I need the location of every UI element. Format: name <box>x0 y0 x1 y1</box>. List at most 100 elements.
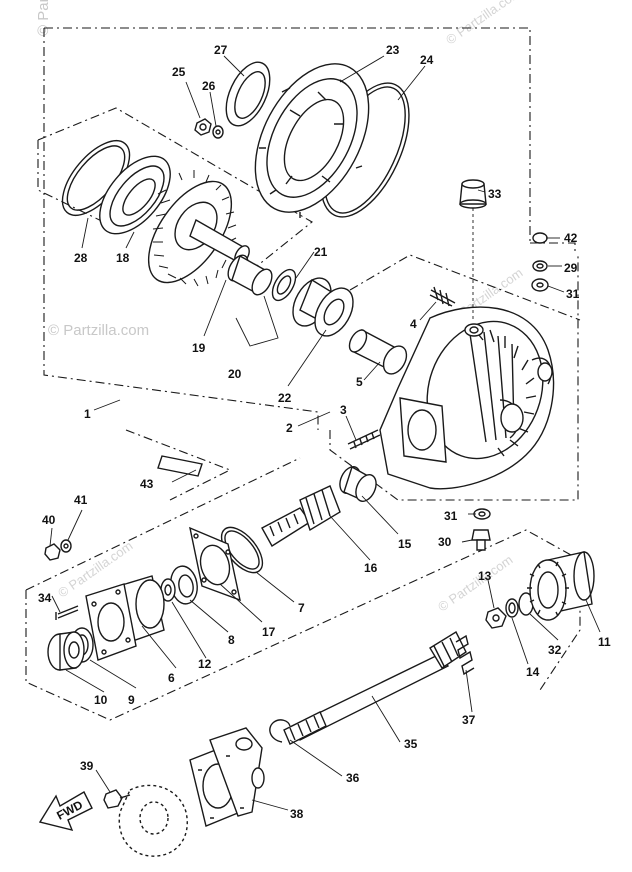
washer-31-lower <box>473 508 491 520</box>
bearing-22 <box>292 277 354 337</box>
group-frame-drive <box>25 457 581 721</box>
callout-19: 19 <box>192 341 206 355</box>
bolt-39 <box>103 789 123 809</box>
watermark: © Partzilla.com <box>35 0 52 36</box>
washer-21-hole <box>276 275 292 295</box>
callout-13: 13 <box>478 569 492 583</box>
front-direction-arrow: FWD <box>38 791 93 832</box>
callout-20: 20 <box>228 367 242 381</box>
callout-31-upper: 31 <box>566 287 580 301</box>
cap-33 <box>459 179 487 209</box>
callout-9: 9 <box>128 693 135 707</box>
callout-25: 25 <box>172 65 186 79</box>
drive-shaft-35 <box>283 631 467 745</box>
pinion-gear-16 <box>261 485 341 547</box>
coupling-gear-11 <box>527 551 595 621</box>
watermark: © Partzilla.com <box>443 0 523 47</box>
callout-16: 16 <box>364 561 378 575</box>
washer-31-upper-hole <box>536 282 544 288</box>
final-gear-case <box>379 306 555 490</box>
collar-19 <box>227 254 273 296</box>
callout-10: 10 <box>94 693 108 707</box>
callout-34: 34 <box>38 591 52 605</box>
callout-1: 1 <box>84 407 91 421</box>
washer-29-hole <box>536 263 544 269</box>
callout-3: 3 <box>340 403 347 417</box>
group-frame-pinion-inner <box>37 107 313 271</box>
callout-39: 39 <box>80 759 94 773</box>
washer-26 <box>212 125 224 139</box>
callout-4: 4 <box>410 317 417 331</box>
washer-41-hole <box>63 543 69 549</box>
watermark: © Partzilla.com <box>48 322 149 339</box>
callout-6: 6 <box>168 671 175 685</box>
drain-bolt-30 <box>471 529 491 551</box>
washer-31-lower-hole <box>478 511 486 517</box>
callout-35: 35 <box>404 737 418 751</box>
watermark: © Partzilla.com <box>435 552 515 615</box>
callout-24: 24 <box>420 53 434 67</box>
group-frame-shim <box>125 429 232 501</box>
bolt-42 <box>532 232 548 244</box>
group-frame-upper <box>43 27 576 430</box>
bolt-34 <box>55 605 79 620</box>
nut-13-hole <box>492 614 500 622</box>
callout-32: 32 <box>548 643 562 657</box>
callout-36: 36 <box>346 771 360 785</box>
stud-bolt-3 <box>347 429 381 450</box>
o-ring-7-inner <box>224 530 260 570</box>
oil-seal-27 <box>225 61 271 127</box>
bearing-housing-23 <box>254 63 370 218</box>
bearing-15 <box>339 465 377 502</box>
wheel-hub-phantom <box>118 784 188 857</box>
washer-31-upper <box>531 278 549 292</box>
callout-2: 2 <box>286 421 293 435</box>
universal-joint-38 <box>189 727 265 827</box>
nut-25 <box>194 118 212 136</box>
washer-29 <box>532 260 548 272</box>
callout-11: 11 <box>598 635 611 649</box>
callout-12: 12 <box>198 657 212 671</box>
retainer-plate-17 <box>189 526 241 602</box>
callout-41: 41 <box>74 493 88 507</box>
callout-30: 30 <box>438 535 452 549</box>
bearing-housing-6 <box>85 575 165 661</box>
callout-31-lower: 31 <box>444 509 458 523</box>
callout-28: 28 <box>74 251 88 265</box>
bearing-18 <box>99 155 171 235</box>
callout-8: 8 <box>228 633 235 647</box>
coupling-10 <box>47 631 85 671</box>
callout-27: 27 <box>214 43 228 57</box>
washer-14 <box>505 598 519 618</box>
callout-26: 26 <box>202 79 216 93</box>
spring-37 <box>455 634 475 676</box>
callout-21: 21 <box>314 245 328 259</box>
callout-23: 23 <box>386 43 400 57</box>
callout-7: 7 <box>298 601 305 615</box>
leader-lines <box>49 55 601 811</box>
callout-17: 17 <box>262 625 276 639</box>
callout-15: 15 <box>398 537 412 551</box>
group-frame-housing <box>329 254 581 501</box>
washer-14-hole <box>508 602 516 614</box>
callout-22: 22 <box>278 391 292 405</box>
nut-25-hole <box>199 123 207 131</box>
callout-43: 43 <box>140 477 154 491</box>
bolt-39-shank <box>119 794 131 799</box>
circlip-36 <box>269 719 291 743</box>
callout-18: 18 <box>116 251 130 265</box>
callout-38: 38 <box>290 807 304 821</box>
callout-37: 37 <box>462 713 476 727</box>
wheel-hub-phantom-center <box>139 801 169 835</box>
callout-40: 40 <box>42 513 56 527</box>
stud-bolt-4 <box>429 286 456 307</box>
plate-43 <box>157 455 203 477</box>
callout-33: 33 <box>488 187 502 201</box>
washer-26-hole <box>215 129 221 135</box>
callout-29: 29 <box>564 261 578 275</box>
bolt-40 <box>44 543 61 561</box>
collar-5 <box>348 329 408 375</box>
callout-14: 14 <box>526 665 540 679</box>
washer-41 <box>60 539 72 553</box>
